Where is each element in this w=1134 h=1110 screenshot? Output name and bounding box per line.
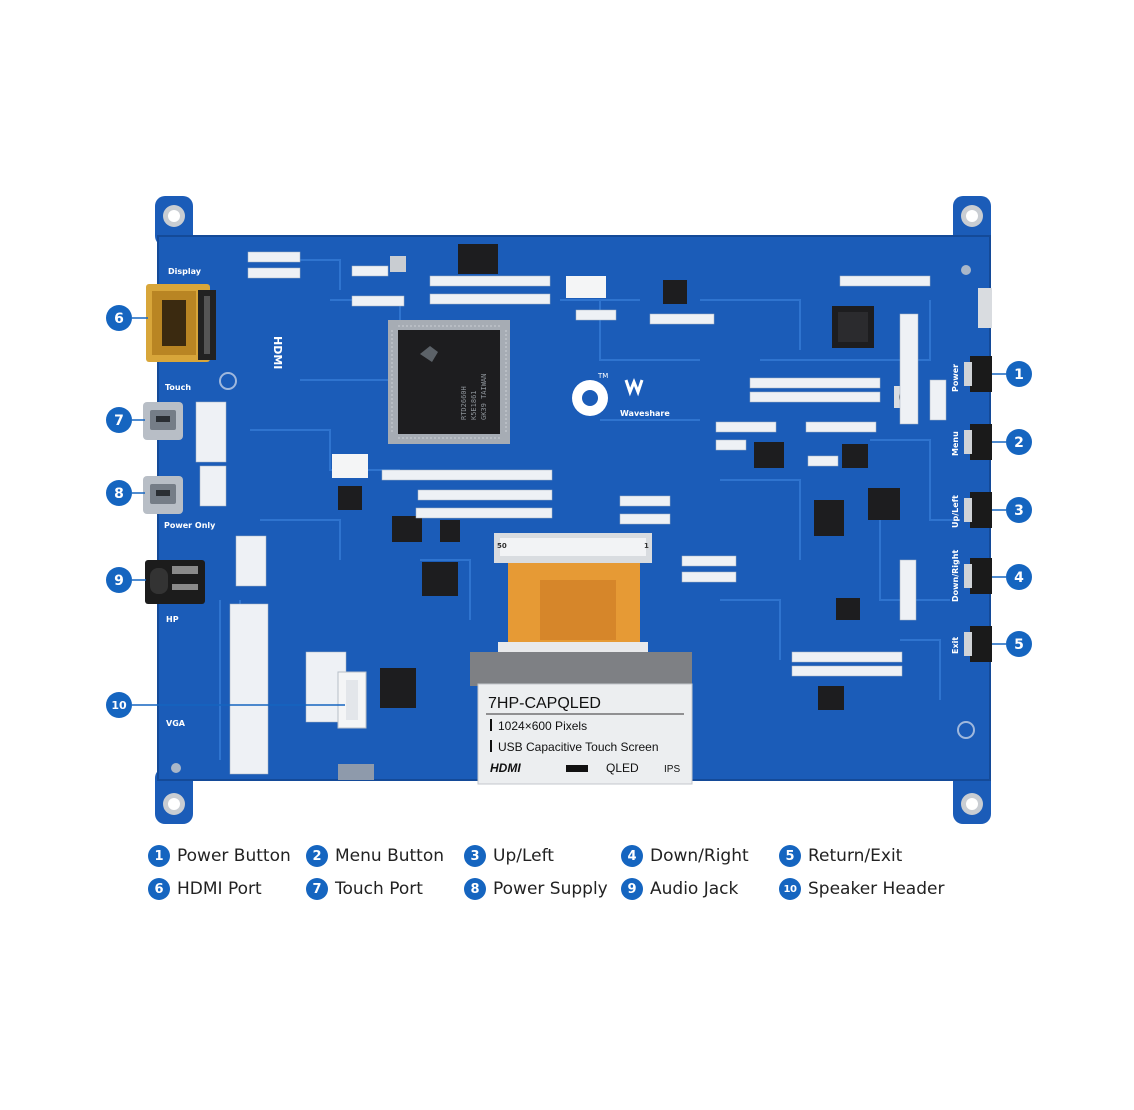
hdmi-port xyxy=(146,284,216,362)
product-label: 7HP-CAPQLED 1024×600 Pixels USB Capaciti… xyxy=(477,683,693,785)
svg-text:5: 5 xyxy=(1014,637,1024,653)
misc-connectors xyxy=(332,276,992,780)
silk-down-right: Down/Right xyxy=(951,550,960,602)
svg-text:4: 4 xyxy=(1014,570,1024,586)
legend-label: Power Button xyxy=(177,846,291,866)
svg-text:6: 6 xyxy=(114,311,124,327)
legend-badge: 5 xyxy=(779,845,801,867)
up-left-callout: 3 xyxy=(1006,497,1032,523)
legend-row-2: 6 HDMI Port 7 Touch Port 8 Power Supply … xyxy=(148,876,1048,902)
legend-item-down-right: 4 Down/Right xyxy=(621,843,749,869)
legend-item-menu-button: 2 Menu Button xyxy=(306,843,444,869)
label-resolution: 1024×600 Pixels xyxy=(498,719,587,733)
main-controller-chip xyxy=(388,320,510,444)
chip-text-3: GK39 TAIWAN xyxy=(480,374,488,420)
touch-port-callout: 7 xyxy=(106,407,132,433)
legend-badge: 4 xyxy=(621,845,643,867)
legend-badge: 3 xyxy=(464,845,486,867)
silk-menu: Menu xyxy=(951,431,960,456)
waveshare-logo: TM Waveshare xyxy=(572,372,670,418)
silk-hdmi: HDMI xyxy=(271,336,284,369)
svg-text:7: 7 xyxy=(114,413,124,429)
chip-text-1: RTD2660H xyxy=(460,386,468,420)
small-ics xyxy=(338,244,916,710)
silkscreen-labels: Display HDMI Touch Power Only HP VGA Pow… xyxy=(164,267,960,728)
hdmi-port-callout: 6 xyxy=(106,305,132,331)
legend-row-1: 1 Power Button 2 Menu Button 3 Up/Left 4… xyxy=(148,843,1048,869)
svg-text:3: 3 xyxy=(1014,503,1024,519)
legend-item-power-button: 1 Power Button xyxy=(148,843,291,869)
menu-button-callout: 2 xyxy=(1006,429,1032,455)
mounting-holes xyxy=(163,205,983,815)
power-supply-callout: 8 xyxy=(106,480,132,506)
legend-label: Down/Right xyxy=(650,846,749,866)
audio-jack-callout: 9 xyxy=(106,567,132,593)
legend-label: Up/Left xyxy=(493,846,554,866)
power-button-callout: 1 xyxy=(1006,361,1032,387)
legend-label: Power Supply xyxy=(493,879,608,899)
label-model: 7HP-CAPQLED xyxy=(488,695,601,712)
legend-item-audio-jack: 9 Audio Jack xyxy=(621,876,738,902)
legend-badge: 2 xyxy=(306,845,328,867)
legend-label: Speaker Header xyxy=(808,879,945,899)
silk-vga: VGA xyxy=(166,719,186,728)
legend-badge: 10 xyxy=(779,878,801,900)
silk-up-left: Up/Left xyxy=(951,495,960,528)
legend-badge: 7 xyxy=(306,878,328,900)
label-ips-logo: IPS xyxy=(664,764,680,775)
label-touch: USB Capacitive Touch Screen xyxy=(498,740,659,754)
svg-text:10: 10 xyxy=(111,699,127,712)
silk-fpc-1: 1 xyxy=(644,542,649,550)
speaker-header xyxy=(337,671,367,729)
svg-text:1: 1 xyxy=(1014,367,1024,383)
silk-exit: Exit xyxy=(951,637,960,654)
speaker-header-callout: 10 xyxy=(106,692,132,718)
legend-label: HDMI Port xyxy=(177,879,262,899)
label-qled-logo: QLED xyxy=(606,761,639,775)
down-right-callout: 4 xyxy=(1006,564,1032,590)
legend-item-power-supply: 8 Power Supply xyxy=(464,876,608,902)
legend-label: Return/Exit xyxy=(808,846,903,866)
logo-tm: TM xyxy=(597,372,608,380)
legend-item-speaker-header: 10 Speaker Header xyxy=(779,876,944,902)
legend-item-return-exit: 5 Return/Exit xyxy=(779,843,902,869)
legend-item-up-left: 3 Up/Left xyxy=(464,843,554,869)
silk-hp: HP xyxy=(166,615,179,624)
silk-fpc-50: 50 xyxy=(497,542,507,550)
side-buttons xyxy=(964,356,992,662)
silk-touch: Touch xyxy=(165,383,191,392)
legend-label: Menu Button xyxy=(335,846,445,866)
fpc-flex-cable xyxy=(470,533,692,686)
chip-marking: RTD2660H K5E1861 GK39 TAIWAN xyxy=(460,374,488,420)
legend-item-touch-port: 7 Touch Port xyxy=(306,876,423,902)
legend-badge: 9 xyxy=(621,878,643,900)
legend-badge: 6 xyxy=(148,878,170,900)
touch-usb-port xyxy=(143,402,183,440)
label-hdmi-logo: HDMI xyxy=(490,761,521,775)
power-usb-port xyxy=(143,476,183,514)
silk-power: Power xyxy=(951,364,960,392)
legend-label: Audio Jack xyxy=(650,879,739,899)
callout-lines xyxy=(132,317,1006,706)
legend-badge: 1 xyxy=(148,845,170,867)
svg-text:9: 9 xyxy=(114,573,124,589)
return-exit-callout: 5 xyxy=(1006,631,1032,657)
logo-brand: Waveshare xyxy=(620,409,670,418)
chip-text-2: K5E1861 xyxy=(470,390,478,420)
legend-item-hdmi-port: 6 HDMI Port xyxy=(148,876,262,902)
legend-label: Touch Port xyxy=(335,879,423,899)
svg-text:2: 2 xyxy=(1014,435,1024,451)
svg-text:8: 8 xyxy=(114,486,124,502)
callout-badges: 1 2 3 4 5 6 7 8 9 10 xyxy=(106,305,1032,718)
silk-power-only: Power Only xyxy=(164,521,216,530)
legend-badge: 8 xyxy=(464,878,486,900)
audio-jack xyxy=(145,560,205,604)
silk-display: Display xyxy=(168,267,202,276)
